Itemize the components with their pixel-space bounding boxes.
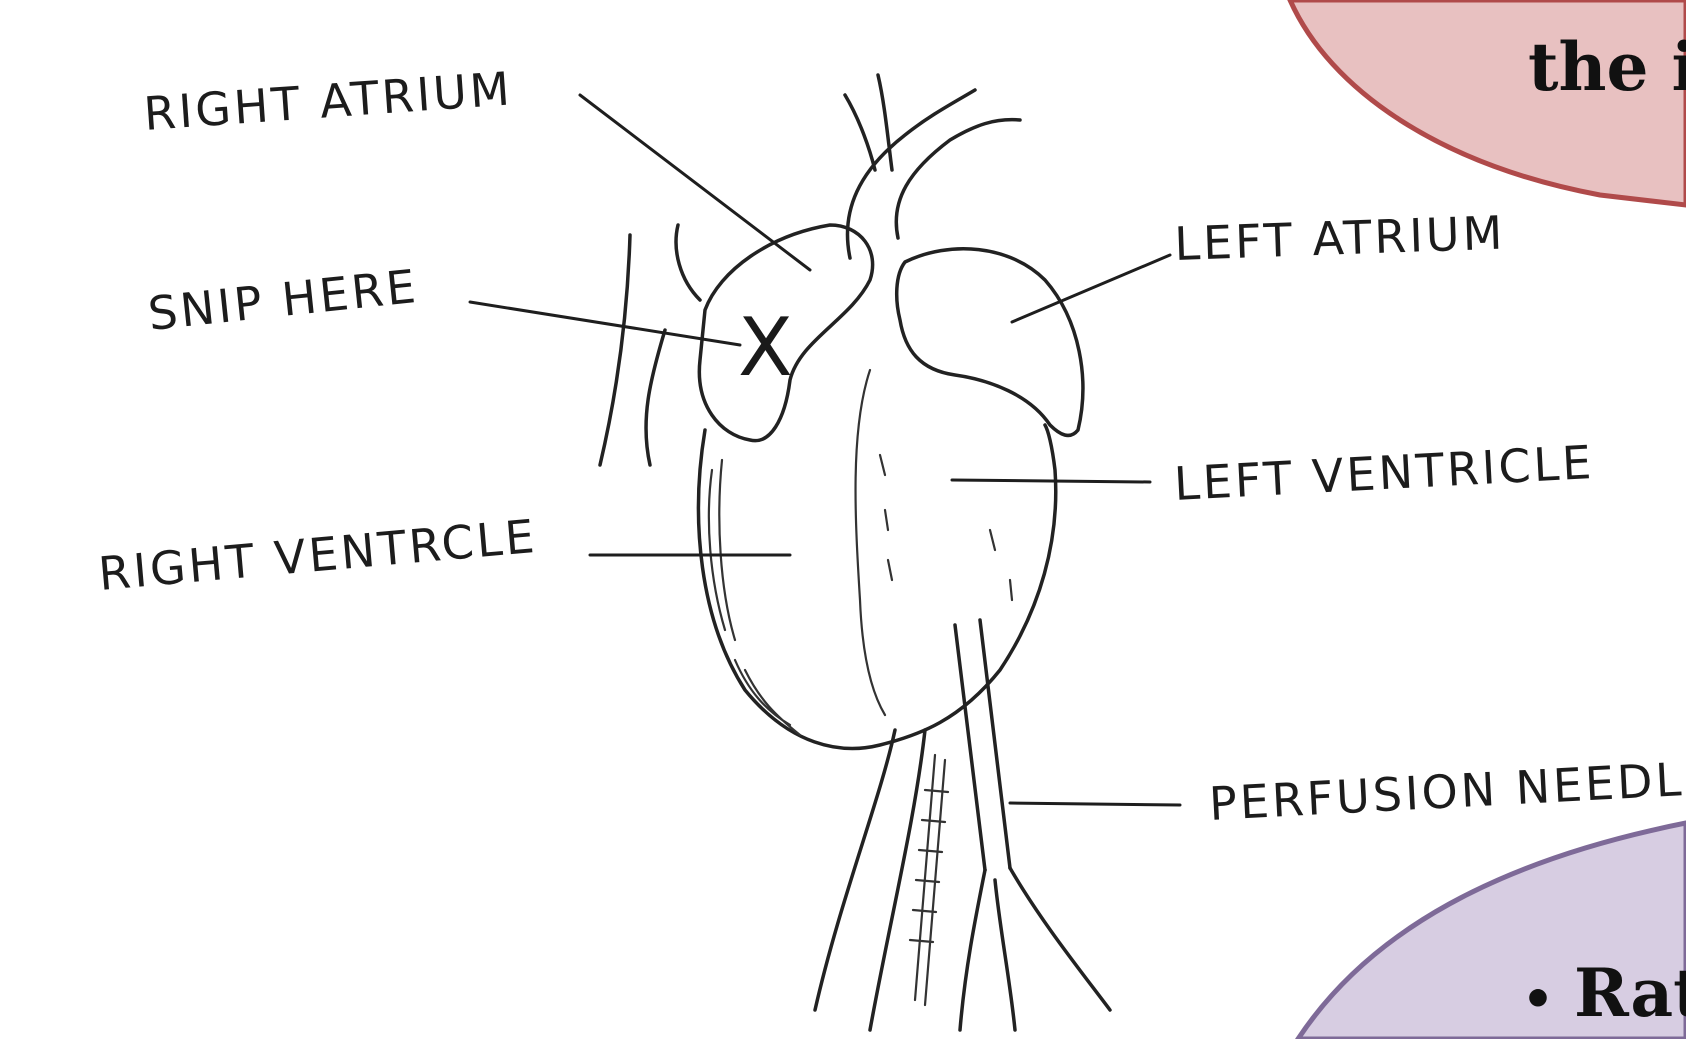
septum-line: [856, 370, 885, 715]
snip-mark: X: [738, 301, 793, 394]
bottom-callout-text: Rat: [1574, 954, 1686, 1032]
vena-cava-right: [676, 225, 700, 300]
label-left-ventricle: LEFT VENTRICLE: [1173, 435, 1596, 511]
label-right-atrium: RIGHT ATRIUM: [142, 61, 514, 141]
aorta-vessel-inner: [896, 120, 1020, 238]
vena-cava-lower: [646, 330, 665, 465]
leader-snip-here: [470, 302, 740, 345]
perfusion-needle-base: [960, 868, 1110, 1030]
leader-lines: [470, 95, 1180, 805]
perfusion-needle-shaft: [955, 620, 1010, 870]
label-right-ventricle: RIGHT VENTRCLE: [96, 509, 539, 601]
label-perfusion-needle: PERFUSION NEEDLE: [1208, 750, 1686, 830]
bottom-callout: • Rat: [1298, 823, 1686, 1039]
pulmonary-vessel-2: [845, 95, 875, 170]
top-callout: the i: [1290, 0, 1686, 205]
leader-left-atrium: [1012, 255, 1170, 322]
shading-left: [709, 460, 800, 735]
leader-left-ventricle: [952, 480, 1150, 482]
aorta-vessel: [847, 90, 975, 258]
left-atrium-shape: [897, 249, 1083, 436]
leader-right-atrium: [580, 95, 810, 270]
shading-septum: [880, 455, 1012, 600]
bottom-callout-bullet: •: [1522, 969, 1554, 1028]
leader-perfusion-needle: [1010, 803, 1180, 805]
label-left-atrium: LEFT ATRIUM: [1173, 205, 1506, 271]
diagram-labels: RIGHT ATRIUM SNIP HERE RIGHT VENTRCLE LE…: [96, 61, 1686, 831]
vena-cava-left: [600, 235, 630, 465]
clamp-teeth-marks: [910, 790, 948, 942]
label-snip-here: SNIP HERE: [146, 259, 421, 341]
top-callout-text: the i: [1528, 28, 1686, 106]
heart-illustration: X: [600, 75, 1110, 1030]
